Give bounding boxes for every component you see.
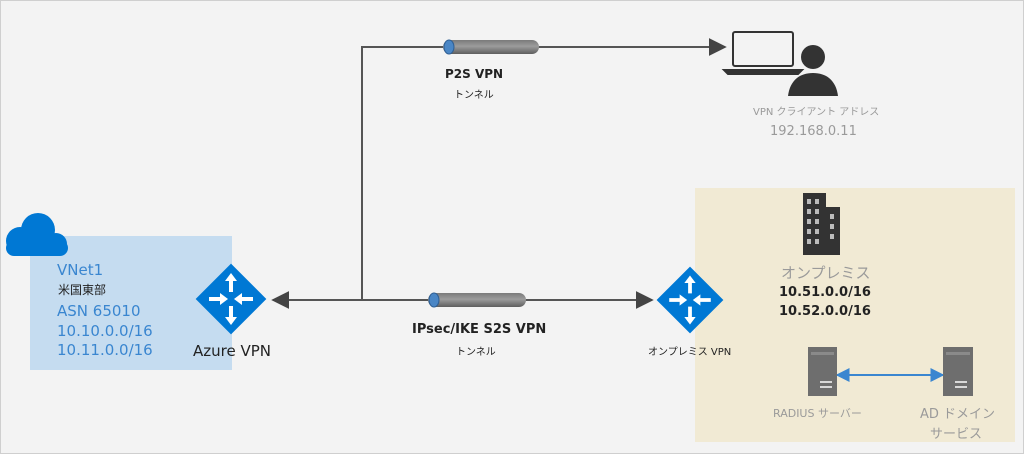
p2s-title: P2S VPN xyxy=(445,67,504,81)
vnet-asn: ASN 65010 xyxy=(57,302,141,320)
p2s-connector xyxy=(361,38,727,300)
client-ip: 192.168.0.11 xyxy=(770,124,857,139)
vnet-region: 米国東部 xyxy=(58,283,107,297)
vnet-prefix-2: 10.11.0.0/16 xyxy=(57,341,153,359)
vnet-panel xyxy=(30,236,232,370)
azure-vpn-label: Azure VPN xyxy=(193,342,272,360)
ad-label-line1: AD ドメイン xyxy=(920,407,996,422)
onprem-prefix-2: 10.52.0.0/16 xyxy=(779,304,871,319)
azure-vpn-router-icon xyxy=(195,263,267,335)
s2s-subtitle: トンネル xyxy=(456,347,496,358)
onprem-vpn-label: オンプレミス VPN xyxy=(648,347,732,358)
s2s-title: IPsec/IKE S2S VPN xyxy=(412,322,547,337)
radius-label: RADIUS サーバー xyxy=(773,407,862,420)
onprem-prefix-1: 10.51.0.0/16 xyxy=(779,285,871,300)
ad-server-icon xyxy=(943,347,973,396)
client-address-label: VPN クライアント アドレス xyxy=(753,107,880,118)
person-icon xyxy=(788,45,838,96)
s2s-tunnel-icon xyxy=(428,292,526,308)
onprem-panel xyxy=(695,188,1015,442)
laptop-icon xyxy=(721,31,805,75)
ad-label-line2: サービス xyxy=(930,427,983,442)
p2s-subtitle: トンネル xyxy=(454,90,494,101)
onprem-label: オンプレミス xyxy=(781,264,871,282)
vnet-name: VNet1 xyxy=(57,261,104,279)
vnet-prefix-1: 10.10.0.0/16 xyxy=(57,322,153,340)
cloud-icon xyxy=(6,213,68,256)
p2s-tunnel-icon xyxy=(443,39,539,55)
radius-server-icon xyxy=(808,347,837,396)
building-icon xyxy=(803,193,840,255)
onprem-vpn-router-icon xyxy=(656,266,724,334)
